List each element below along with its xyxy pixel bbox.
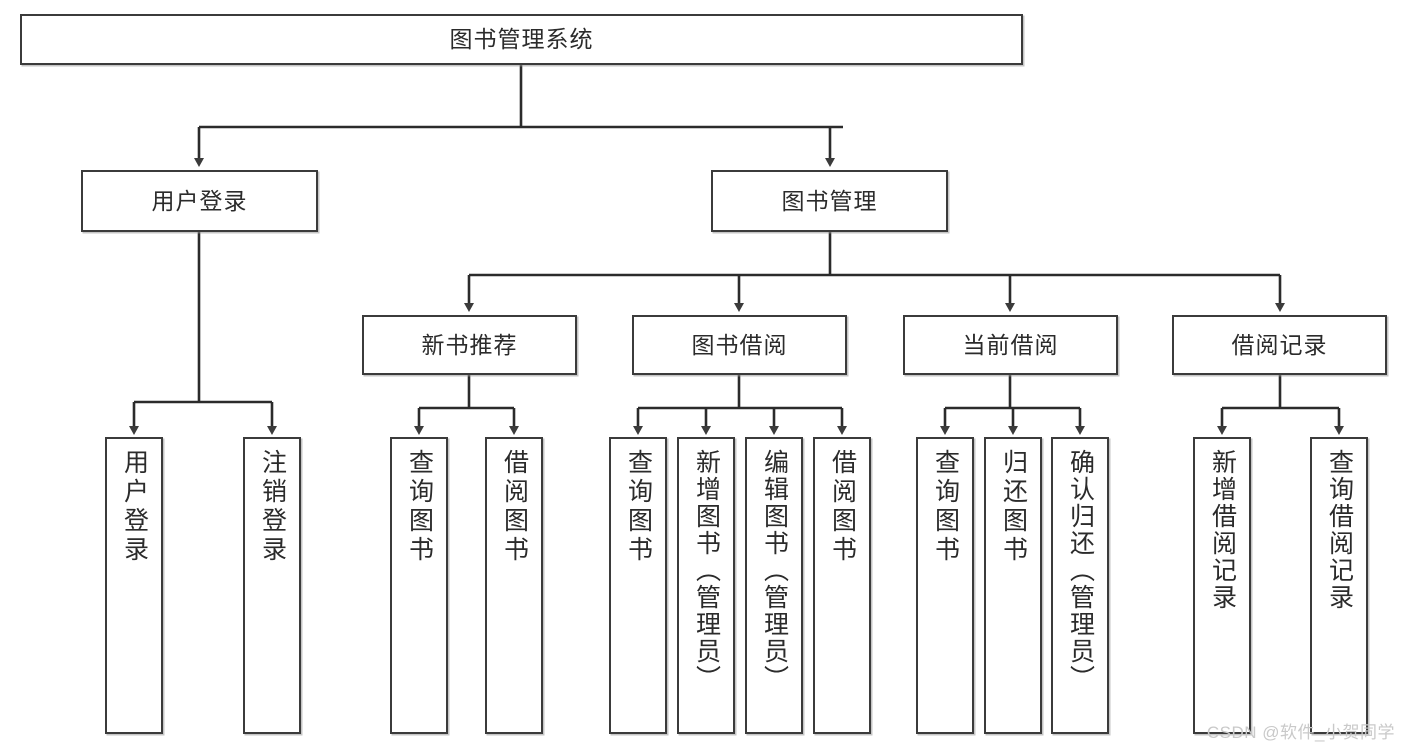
leaf-bb-query-book-label: 查询图书 [624,449,653,565]
leaf-cb-return-book-label: 归还图书 [999,449,1028,565]
leaf-rec-borrow-book[interactable]: 借阅图书 [485,437,543,734]
leaf-cb-query-book-label: 查询图书 [931,449,960,565]
node-book-borrow[interactable]: 图书借阅 [632,315,847,375]
leaf-bb-add-book-label: 新增图书（管理员） [692,449,721,692]
leaf-logout[interactable]: 注销登录 [243,437,301,734]
leaf-br-add-record-label: 新增借阅记录 [1208,449,1237,611]
leaf-bb-borrow-book-label: 借阅图书 [828,449,857,565]
leaf-bb-edit-book-label: 编辑图书（管理员） [760,449,789,692]
leaf-br-query-record-label: 查询借阅记录 [1325,449,1354,611]
node-new-book-rec[interactable]: 新书推荐 [362,315,577,375]
leaf-cb-confirm-return[interactable]: 确认归还（管理员） [1051,437,1109,734]
leaf-user-login[interactable]: 用户登录 [105,437,163,734]
watermark: CSDN @软件_小贺同学 [1206,723,1395,742]
node-root-label: 图书管理系统 [449,26,594,52]
leaf-logout-label: 注销登录 [258,449,287,565]
leaf-bb-edit-book[interactable]: 编辑图书（管理员） [745,437,803,734]
leaf-rec-query-book[interactable]: 查询图书 [390,437,448,734]
leaf-rec-borrow-book-label: 借阅图书 [500,449,529,565]
leaf-br-query-record[interactable]: 查询借阅记录 [1310,437,1368,734]
node-book-manage-label: 图书管理 [781,187,878,214]
node-user-login-label: 用户登录 [151,187,248,214]
node-book-manage[interactable]: 图书管理 [711,170,948,232]
leaf-cb-return-book[interactable]: 归还图书 [984,437,1042,734]
node-user-login[interactable]: 用户登录 [81,170,318,232]
leaf-bb-borrow-book[interactable]: 借阅图书 [813,437,871,734]
leaf-user-login-label: 用户登录 [120,449,149,565]
node-borrow-record[interactable]: 借阅记录 [1172,315,1387,375]
node-current-borrow[interactable]: 当前借阅 [903,315,1118,375]
leaf-cb-confirm-return-label: 确认归还（管理员） [1066,449,1095,692]
leaf-bb-add-book[interactable]: 新增图书（管理员） [677,437,735,734]
leaf-bb-query-book[interactable]: 查询图书 [609,437,667,734]
node-borrow-record-label: 借阅记录 [1231,331,1328,358]
leaf-rec-query-book-label: 查询图书 [405,449,434,565]
leaf-cb-query-book[interactable]: 查询图书 [916,437,974,734]
node-book-borrow-label: 图书借阅 [691,331,788,358]
leaf-br-add-record[interactable]: 新增借阅记录 [1193,437,1251,734]
node-root[interactable]: 图书管理系统 [20,14,1023,65]
node-new-book-rec-label: 新书推荐 [421,331,518,358]
node-current-borrow-label: 当前借阅 [962,331,1059,358]
